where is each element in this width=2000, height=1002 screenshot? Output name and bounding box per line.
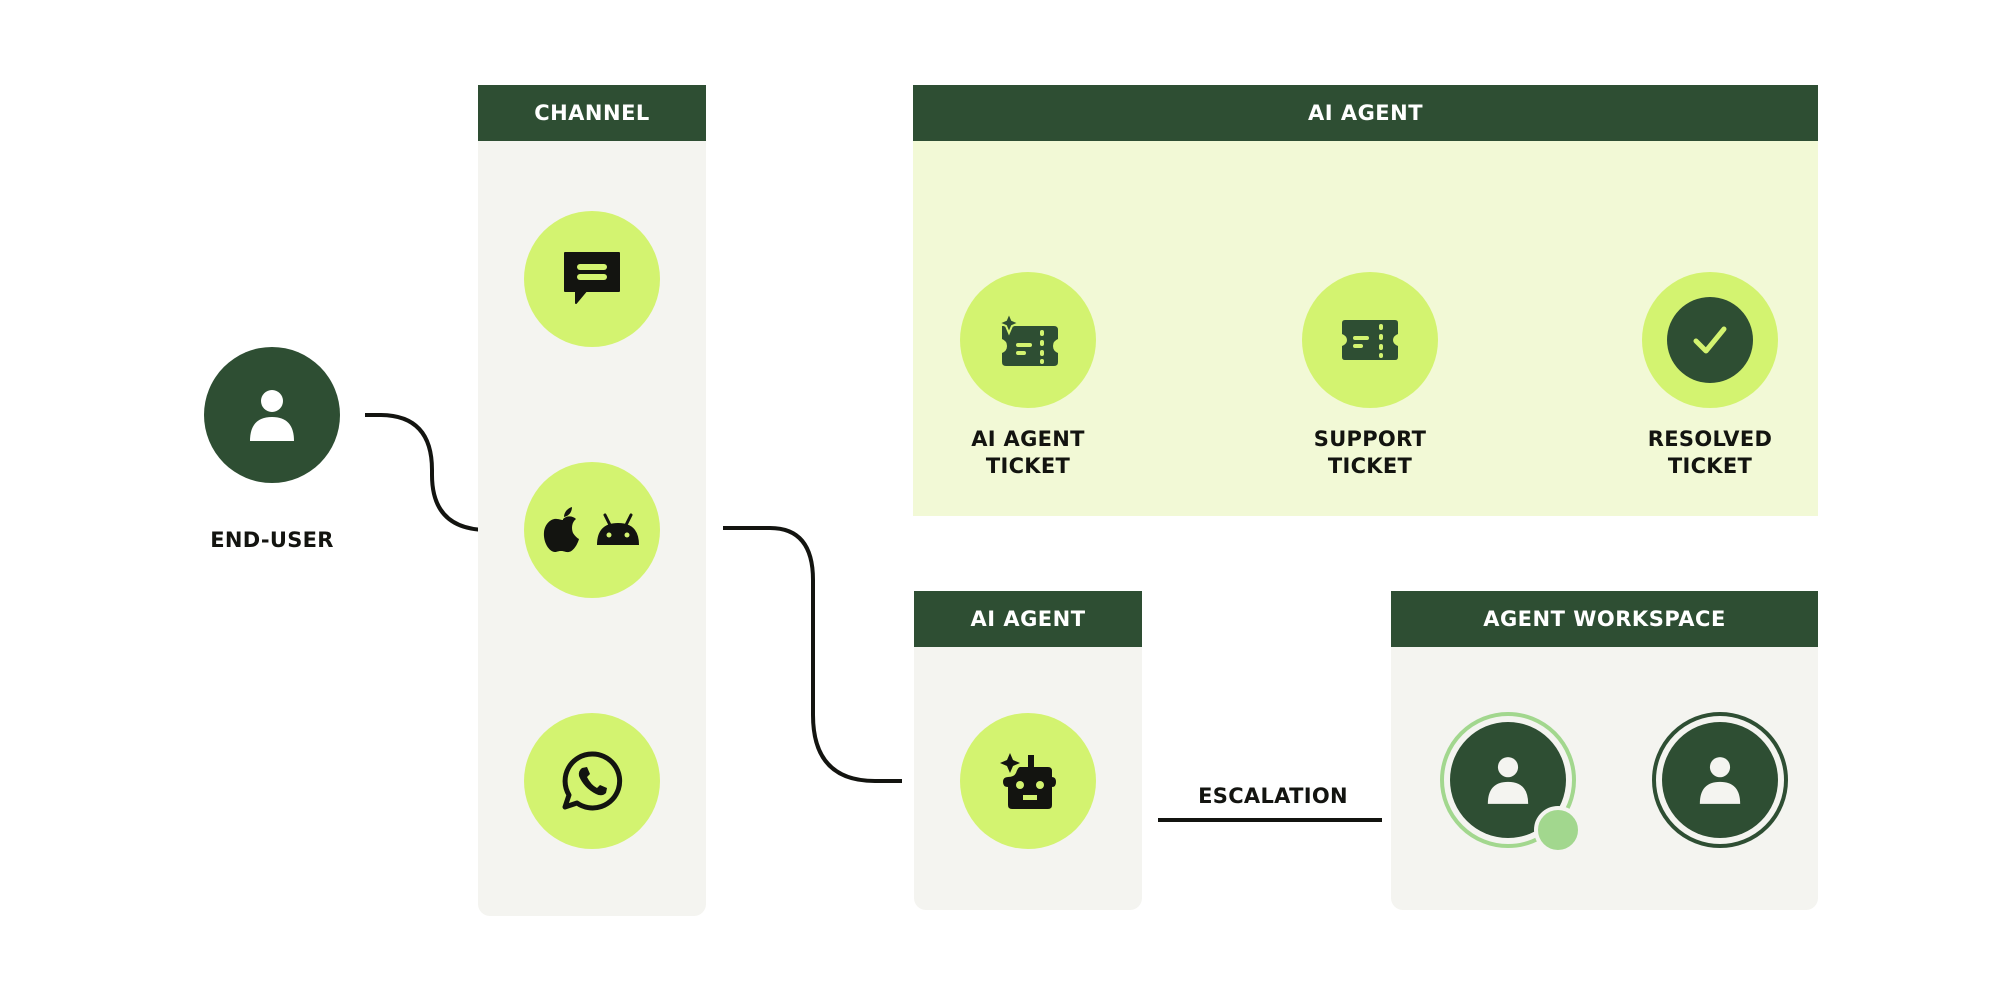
whatsapp-icon — [562, 751, 623, 811]
ai-agent-node[interactable] — [960, 713, 1096, 849]
agent-avatar-inner — [1662, 722, 1778, 838]
ticket-icon — [1342, 320, 1398, 360]
end-user-avatar[interactable] — [204, 347, 340, 483]
apple-icon — [543, 507, 579, 553]
step-label-line2: TICKET — [1667, 454, 1753, 478]
step-label-line2: TICKET — [1327, 454, 1413, 478]
android-icon — [597, 513, 639, 545]
ai-agent-panel-title: AI AGENT — [914, 591, 1142, 647]
step-ai-agent-ticket[interactable] — [960, 272, 1096, 408]
step-resolved-ticket[interactable] — [1642, 272, 1778, 408]
step-resolved-ticket-label: RESOLVED TICKET — [1610, 426, 1810, 480]
ai-robot-icon — [1000, 753, 1056, 809]
channel-whatsapp[interactable] — [524, 713, 660, 849]
escalation-label: ESCALATION — [1198, 784, 1348, 808]
step-label-line1: RESOLVED — [1647, 427, 1773, 451]
channel-chat[interactable] — [524, 211, 660, 347]
step-label-line2: TICKET — [985, 454, 1071, 478]
channel-mobile[interactable] — [524, 462, 660, 598]
user-icon — [1487, 757, 1529, 804]
ai-ticket-icon — [996, 312, 1058, 366]
channel-panel-title: CHANNEL — [478, 85, 706, 141]
connector-channel-aiagent — [723, 526, 902, 783]
ai-agent-flow-title: AI AGENT — [913, 85, 1818, 141]
step-label-line1: AI AGENT — [971, 427, 1085, 451]
step-support-ticket-label: SUPPORT TICKET — [1270, 426, 1470, 480]
online-status-dot — [1534, 806, 1582, 854]
step-label-line1: SUPPORT — [1313, 427, 1427, 451]
step-support-ticket[interactable] — [1302, 272, 1438, 408]
agent-avatar[interactable] — [1652, 712, 1788, 848]
agent-workspace-title: AGENT WORKSPACE — [1391, 591, 1818, 647]
chat-bubble-icon — [564, 252, 620, 304]
end-user-label: END-USER — [210, 528, 334, 552]
agent-avatar-online[interactable] — [1440, 712, 1582, 854]
user-icon — [1699, 757, 1741, 804]
user-icon — [250, 390, 294, 441]
resolved-check-badge — [1667, 297, 1753, 383]
step-ai-agent-ticket-label: AI AGENT TICKET — [928, 426, 1128, 480]
check-icon — [1693, 326, 1727, 354]
